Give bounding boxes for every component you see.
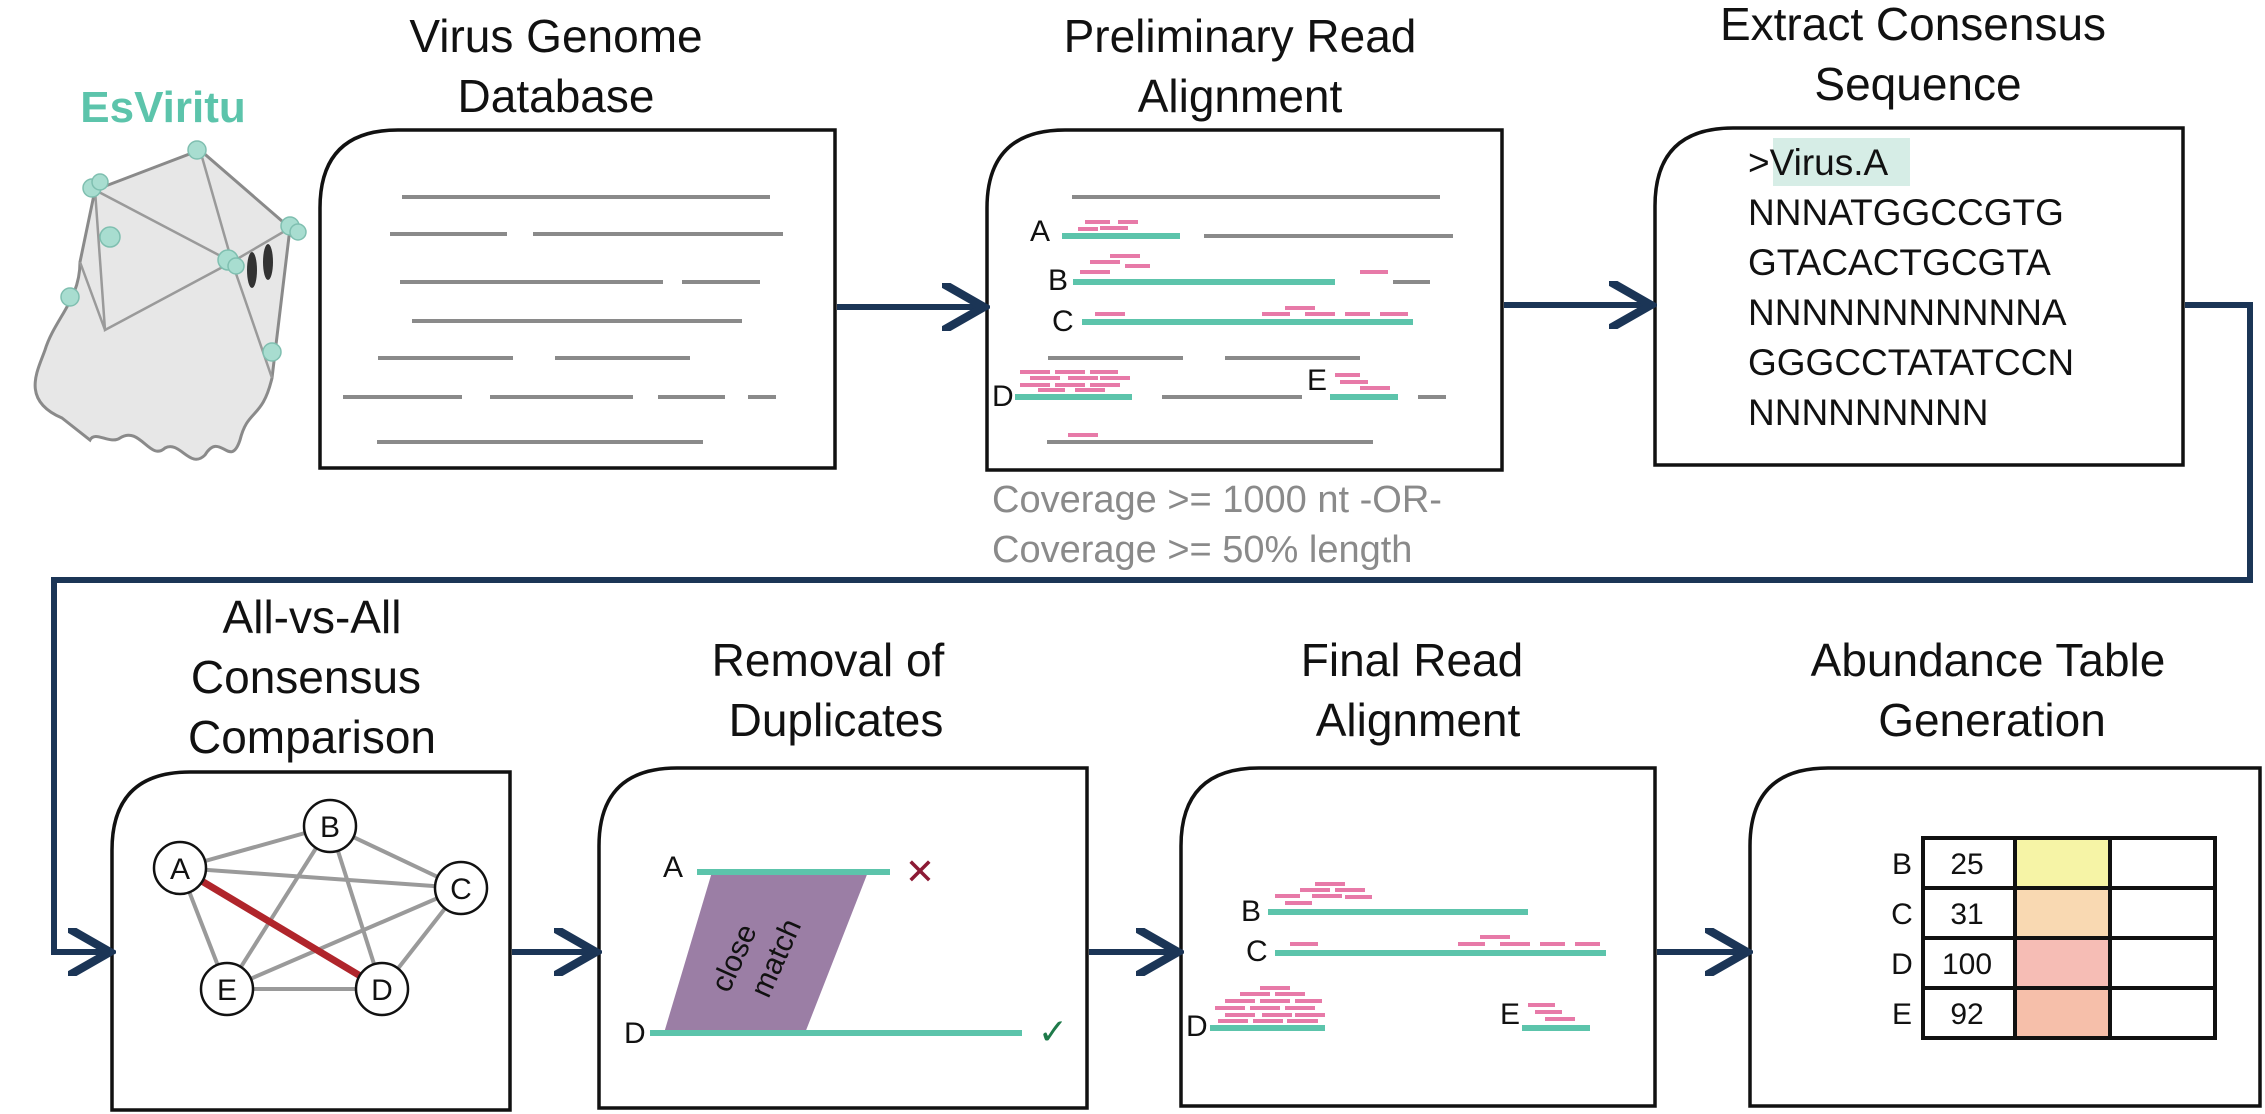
genome-label-b: B [1048, 264, 1068, 297]
row-label-d: D [1891, 948, 1913, 981]
heat-cell-e [2015, 988, 2110, 1038]
heat-cell-c [2015, 888, 2110, 938]
svg-text:D: D [371, 974, 393, 1007]
dedup-box [597, 766, 1089, 1110]
sequence-line-3: NNNNNNNNNNNA [1748, 292, 2067, 333]
step-all-vs-all-comparison: All-vs-All Consensus Comparison A B C D … [110, 591, 512, 1112]
step-title-line1: Virus Genome [409, 10, 702, 62]
abundance-table [1921, 836, 2217, 1040]
svg-text:E: E [217, 974, 237, 1007]
node-c: C [433, 860, 489, 916]
prelim-box [985, 128, 1504, 472]
comparison-box [110, 770, 512, 1112]
step-title-line1: Final Read [1301, 634, 1523, 686]
node-a: A [152, 840, 208, 896]
step-title-line1: Extract Consensus [1720, 0, 2106, 50]
value-cell-c: 31 [1950, 898, 1983, 931]
logo-text: EsViritu [80, 83, 245, 132]
step-removal-of-duplicates: Removal of Duplicates close match A D ✕ … [597, 634, 1089, 1110]
genome-label-c: C [1052, 305, 1074, 338]
genome-label-b: B [1241, 895, 1261, 928]
genome-label-a: A [1030, 215, 1050, 248]
genome-label-e: E [1307, 364, 1327, 397]
step-title-line2: Alignment [1316, 694, 1521, 746]
genome-label-a: A [663, 851, 683, 884]
flow-arrows [51, 302, 2253, 952]
genome-label-d: D [1186, 1010, 1208, 1043]
step-virus-genome-database: Virus Genome Database [318, 10, 837, 470]
step-extract-consensus-sequence: Extract Consensus Sequence >Virus.A NNNA… [1653, 0, 2185, 467]
ghost-virus-icon [33, 140, 307, 461]
step-title-line2: Generation [1878, 694, 2106, 746]
step-preliminary-read-alignment: Preliminary Read Alignment [985, 10, 1504, 571]
svg-text:C: C [450, 873, 472, 906]
genome-lines [343, 195, 783, 444]
fasta-header: >Virus.A [1748, 142, 1889, 183]
step-title-line1: All-vs-All [223, 591, 402, 643]
final-genomes [1210, 909, 1606, 1031]
close-match-band [664, 872, 868, 1033]
step-title-line1: Removal of [712, 634, 945, 686]
genome-label-c: C [1246, 935, 1268, 968]
reference-lines [1047, 195, 1453, 444]
sequence-line-1: NNNATGGCCGTG [1748, 192, 2064, 233]
step-title-line1: Abundance Table [1811, 634, 2166, 686]
row-label-c: C [1891, 898, 1913, 931]
value-cell-b: 25 [1950, 848, 1983, 881]
value-cell-e: 92 [1950, 998, 1983, 1031]
genome-label-d: D [992, 380, 1014, 413]
row-label-e: E [1892, 998, 1912, 1031]
esviritu-logo: EsViritu [33, 83, 307, 461]
genome-label-e: E [1500, 998, 1520, 1031]
step-title-line2: Duplicates [729, 694, 944, 746]
node-d: D [354, 961, 410, 1017]
step-title-line1: Preliminary Read [1064, 10, 1417, 62]
keep-check-icon: ✓ [1038, 1012, 1068, 1053]
aligned-genomes [1015, 233, 1413, 400]
svg-text:B: B [320, 811, 340, 844]
svg-text:A: A [170, 853, 190, 886]
remove-cross-icon: ✕ [905, 852, 935, 893]
step-title-line2: Alignment [1138, 70, 1343, 122]
reads [1020, 220, 1408, 437]
step-title-line2: Database [458, 70, 655, 122]
genome-label-d: D [624, 1017, 646, 1050]
database-box [318, 128, 837, 470]
step-final-read-alignment: Final Read Alignment [1179, 634, 1657, 1108]
sequence-line-4: GGGCCTATATCCN [1748, 342, 2074, 383]
value-cell-d: 100 [1942, 948, 1992, 981]
sequence-line-5: NNNNNNNNN [1748, 392, 1988, 433]
coverage-criterion-line1: Coverage >= 1000 nt -OR- [992, 479, 1442, 521]
coverage-criterion-line2: Coverage >= 50% length [992, 529, 1412, 571]
step-abundance-table-generation: Abundance Table Generation B C D E 25 31… [1748, 634, 2262, 1108]
consensus-box [1653, 126, 2185, 467]
final-reads [1215, 882, 1600, 1023]
node-b: B [302, 798, 358, 854]
heat-cell-d [2015, 938, 2110, 988]
duplicate-edge [178, 864, 384, 993]
step-title-line3: Comparison [188, 711, 436, 763]
step-title-line2: Sequence [1814, 58, 2021, 110]
step-title-line2: Consensus [191, 651, 421, 703]
node-e: E [199, 961, 255, 1017]
arrow-consensus-to-allvsall [51, 302, 2253, 952]
header-highlight [1773, 138, 1910, 186]
heat-cell-b [2015, 838, 2110, 888]
row-label-b: B [1892, 848, 1912, 881]
sequence-line-2: GTACACTGCGTA [1748, 242, 2051, 283]
